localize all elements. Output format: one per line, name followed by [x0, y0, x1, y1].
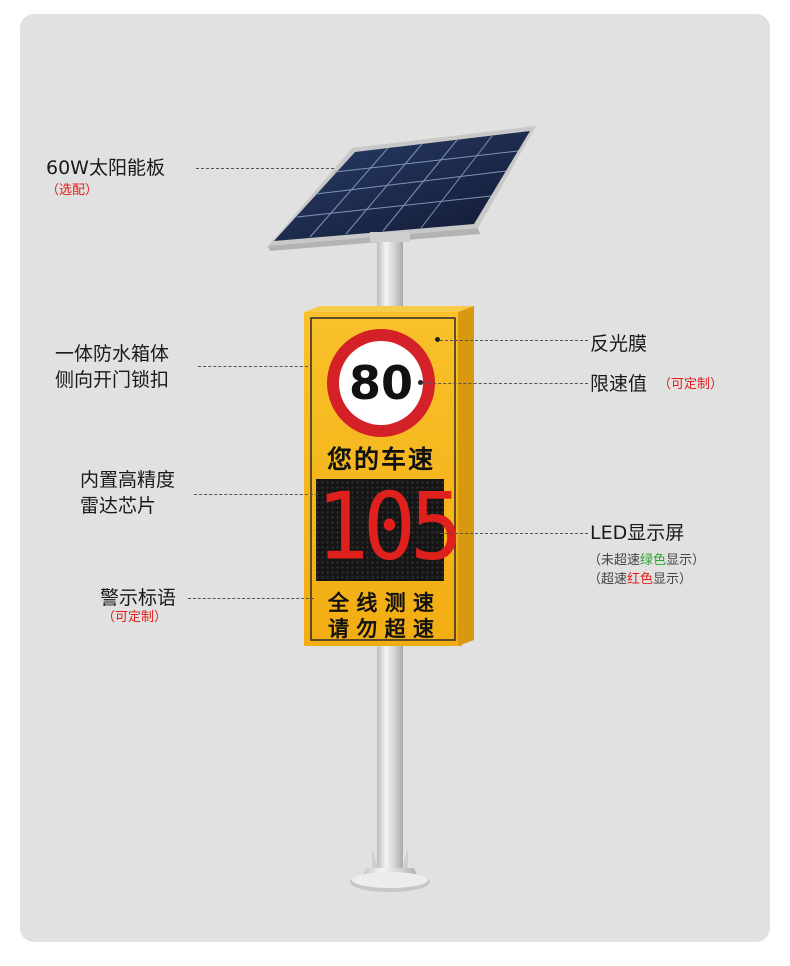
leader-limit [423, 383, 588, 384]
label-led-screen: LED显示屏 [590, 522, 685, 544]
label-reflective-film: 反光膜 [590, 333, 648, 355]
solar-panel [268, 126, 536, 251]
note-led-over-prefix: （超速 [588, 572, 628, 587]
label-radar-line-2: 雷达芯片 [80, 495, 157, 517]
led-dot-matrix [316, 479, 444, 581]
speed-limit-value: 80 [348, 356, 413, 410]
point-reflective [435, 337, 440, 342]
note-solar-optional: （选配） [46, 183, 99, 198]
note-led-overspeed: （超速红色显示） [588, 571, 692, 589]
label-slogan: 警示标语 [100, 587, 177, 609]
label-limit-value: 限速值 [590, 373, 648, 395]
label-solar-panel: 60W太阳能板 [46, 157, 165, 179]
note-led-normal-prefix: （未超速 [588, 553, 641, 568]
point-limit [418, 380, 423, 385]
leader-radar [194, 494, 318, 495]
sign-heading: 您的车速 [326, 445, 435, 474]
note-slogan-custom: （可定制） [102, 610, 168, 625]
leader-solar-panel [196, 168, 334, 169]
note-led-red: 红色 [627, 572, 654, 587]
leader-led [440, 533, 588, 534]
led-speed-readout: 105 [316, 472, 463, 581]
speed-limit-disc [327, 329, 435, 437]
sign-slogan-line-2: 请 勿 超 速 [328, 617, 434, 641]
note-led-normal: （未超速绿色显示） [588, 552, 705, 570]
leader-slogan [188, 598, 314, 599]
note-led-over-suffix: 显示） [653, 572, 693, 587]
note-led-normal-suffix: 显示） [666, 553, 706, 568]
label-housing-line-2: 侧向开门锁扣 [55, 369, 170, 391]
point-led [435, 530, 440, 535]
leader-reflective [440, 340, 588, 341]
label-housing-line-1: 一体防水箱体 [55, 343, 170, 365]
note-limit-custom: （可定制） [658, 377, 724, 392]
note-led-green: 绿色 [640, 553, 667, 568]
leader-housing [198, 366, 308, 367]
sign-slogan-line-1: 全 线 测 速 [328, 591, 434, 615]
label-radar-line-1: 内置高精度 [80, 469, 176, 491]
